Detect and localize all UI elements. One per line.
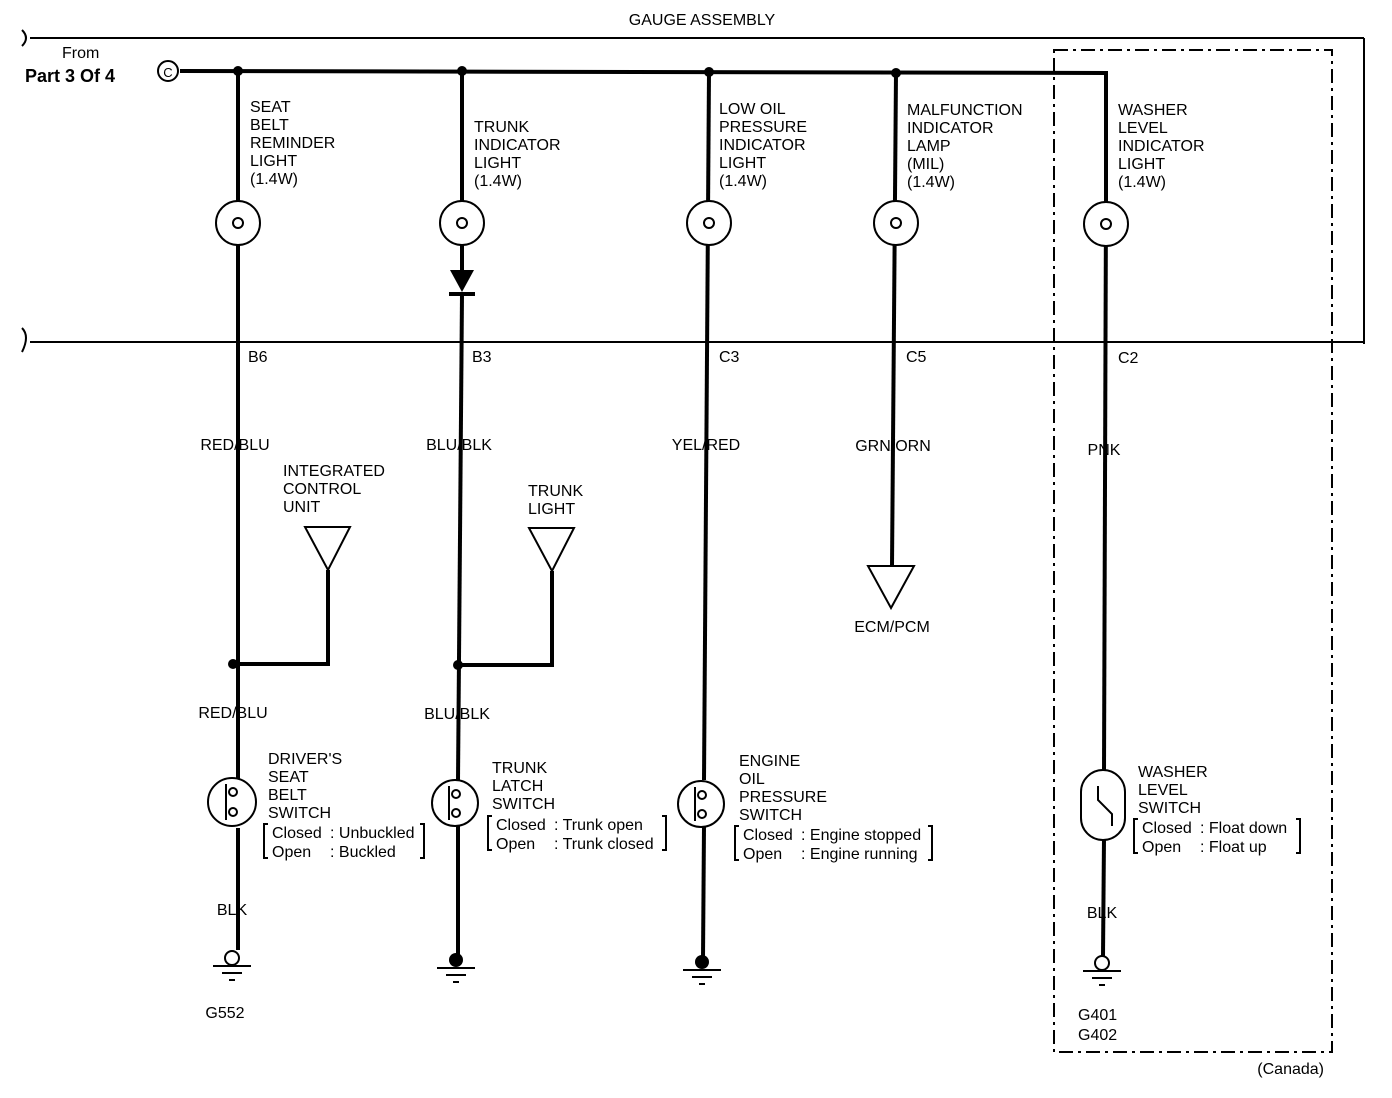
trunk-ground-icon bbox=[449, 953, 463, 967]
terminal-b3: B3 bbox=[472, 349, 492, 366]
gauge-assembly-box: GAUGE ASSEMBLY bbox=[21, 12, 1365, 353]
from-label: From bbox=[62, 45, 99, 62]
wire-blu-blk-upper: BLU/BLK bbox=[426, 437, 492, 454]
wire-pnk: PNK bbox=[1088, 442, 1121, 459]
trunk-latch-state-closed: Closed: Trunk open bbox=[496, 817, 643, 834]
wire-red-blu-lower: RED/BLU bbox=[198, 705, 267, 722]
trunk-indicator-bulb-icon bbox=[439, 200, 485, 246]
trunk-diode-icon bbox=[450, 270, 474, 292]
trunk-light-label: TRUNK LIGHT bbox=[528, 483, 588, 518]
connector-c-symbol bbox=[157, 60, 179, 82]
wire-blu-blk-lower: BLU/BLK bbox=[424, 706, 490, 723]
low-oil-bulb-icon bbox=[686, 200, 732, 246]
terminal-c2: C2 bbox=[1118, 350, 1139, 367]
circuit-washer-level: WASHER LEVEL INDICATOR LIGHT (1.4W) C2 P… bbox=[1053, 49, 1333, 1078]
seat-belt-bulb-icon bbox=[215, 200, 261, 246]
low-oil-lamp-label: LOW OIL PRESSURE INDICATOR LIGHT (1.4W) bbox=[719, 101, 811, 190]
ground-g401-icon bbox=[1094, 955, 1110, 971]
wire-blk-washer: BLK bbox=[1087, 905, 1118, 922]
mil-bulb-icon bbox=[873, 200, 919, 246]
ground-g552-icon bbox=[224, 950, 240, 966]
wire-grn-orn: GRN/ORN bbox=[855, 438, 931, 455]
ecm-pcm-symbol bbox=[866, 565, 916, 611]
trunk-latch-switch-label: TRUNK LATCH SWITCH bbox=[492, 760, 555, 813]
wire-blk-seat-belt: BLK bbox=[217, 902, 248, 919]
ecm-pcm-label: ECM/PCM bbox=[854, 619, 930, 636]
ground-g552-label: G552 bbox=[205, 1005, 244, 1022]
trunk-latch-switch-icon bbox=[431, 779, 479, 827]
seat-belt-state-open: Open: Buckled bbox=[272, 844, 396, 861]
oil-ground-icon bbox=[695, 955, 709, 969]
washer-level-state-closed: Closed: Float down bbox=[1142, 820, 1287, 837]
part-label: Part 3 Of 4 bbox=[25, 66, 115, 86]
ground-g401-label: G401 G402 bbox=[1078, 1007, 1122, 1044]
canada-option-boundary bbox=[1053, 49, 1333, 1053]
seat-belt-switch-label: DRIVER'S SEAT BELT SWITCH bbox=[268, 751, 347, 822]
circuit-mil: MALFUNCTION INDICATOR LAMP (MIL) (1.4W) … bbox=[854, 72, 1027, 636]
washer-level-bulb-icon bbox=[1083, 201, 1129, 247]
circuit-trunk: TRUNK INDICATOR LIGHT (1.4W) B3 BLU/BLK … bbox=[424, 71, 667, 983]
terminal-c3: C3 bbox=[719, 349, 740, 366]
wire-red-blu-upper: RED/BLU bbox=[200, 437, 269, 454]
gauge-assembly-label: GAUGE ASSEMBLY bbox=[629, 12, 776, 29]
washer-level-switch-label: WASHER LEVEL SWITCH bbox=[1138, 764, 1212, 817]
connector-c-label: C bbox=[163, 65, 172, 80]
washer-level-lamp-label: WASHER LEVEL INDICATOR LIGHT (1.4W) bbox=[1118, 102, 1209, 191]
integrated-control-unit-label: INTEGRATED CONTROL UNIT bbox=[283, 463, 389, 516]
oil-pressure-state-open: Open: Engine running bbox=[743, 846, 918, 863]
terminal-c5: C5 bbox=[906, 349, 927, 366]
terminal-b6: B6 bbox=[248, 349, 268, 366]
circuit-seat-belt: SEAT BELT REMINDER LIGHT (1.4W) B6 RED/B… bbox=[198, 71, 425, 1022]
circuit-low-oil: LOW OIL PRESSURE INDICATOR LIGHT (1.4W) … bbox=[672, 71, 933, 985]
oil-pressure-state-closed: Closed: Engine stopped bbox=[743, 827, 921, 844]
oil-pressure-switch-icon bbox=[677, 780, 725, 828]
trunk-indicator-label: TRUNK INDICATOR LIGHT (1.4W) bbox=[474, 119, 565, 190]
seat-belt-switch-icon bbox=[207, 777, 257, 827]
source-reference: From Part 3 Of 4 C bbox=[25, 45, 179, 86]
canada-label: (Canada) bbox=[1257, 1061, 1324, 1078]
washer-level-state-open: Open: Float up bbox=[1142, 839, 1267, 856]
trunk-latch-state-open: Open: Trunk closed bbox=[496, 836, 654, 853]
trunk-light-symbol bbox=[527, 527, 576, 574]
seat-belt-state-closed: Closed: Unbuckled bbox=[272, 825, 415, 842]
wire-yel-red: YEL/RED bbox=[672, 437, 740, 454]
integrated-control-unit-symbol bbox=[303, 526, 352, 573]
oil-pressure-switch-label: ENGINE OIL PRESSURE SWITCH bbox=[739, 753, 831, 824]
mil-lamp-label: MALFUNCTION INDICATOR LAMP (MIL) (1.4W) bbox=[907, 102, 1027, 191]
seat-belt-lamp-label: SEAT BELT REMINDER LIGHT (1.4W) bbox=[250, 99, 340, 188]
